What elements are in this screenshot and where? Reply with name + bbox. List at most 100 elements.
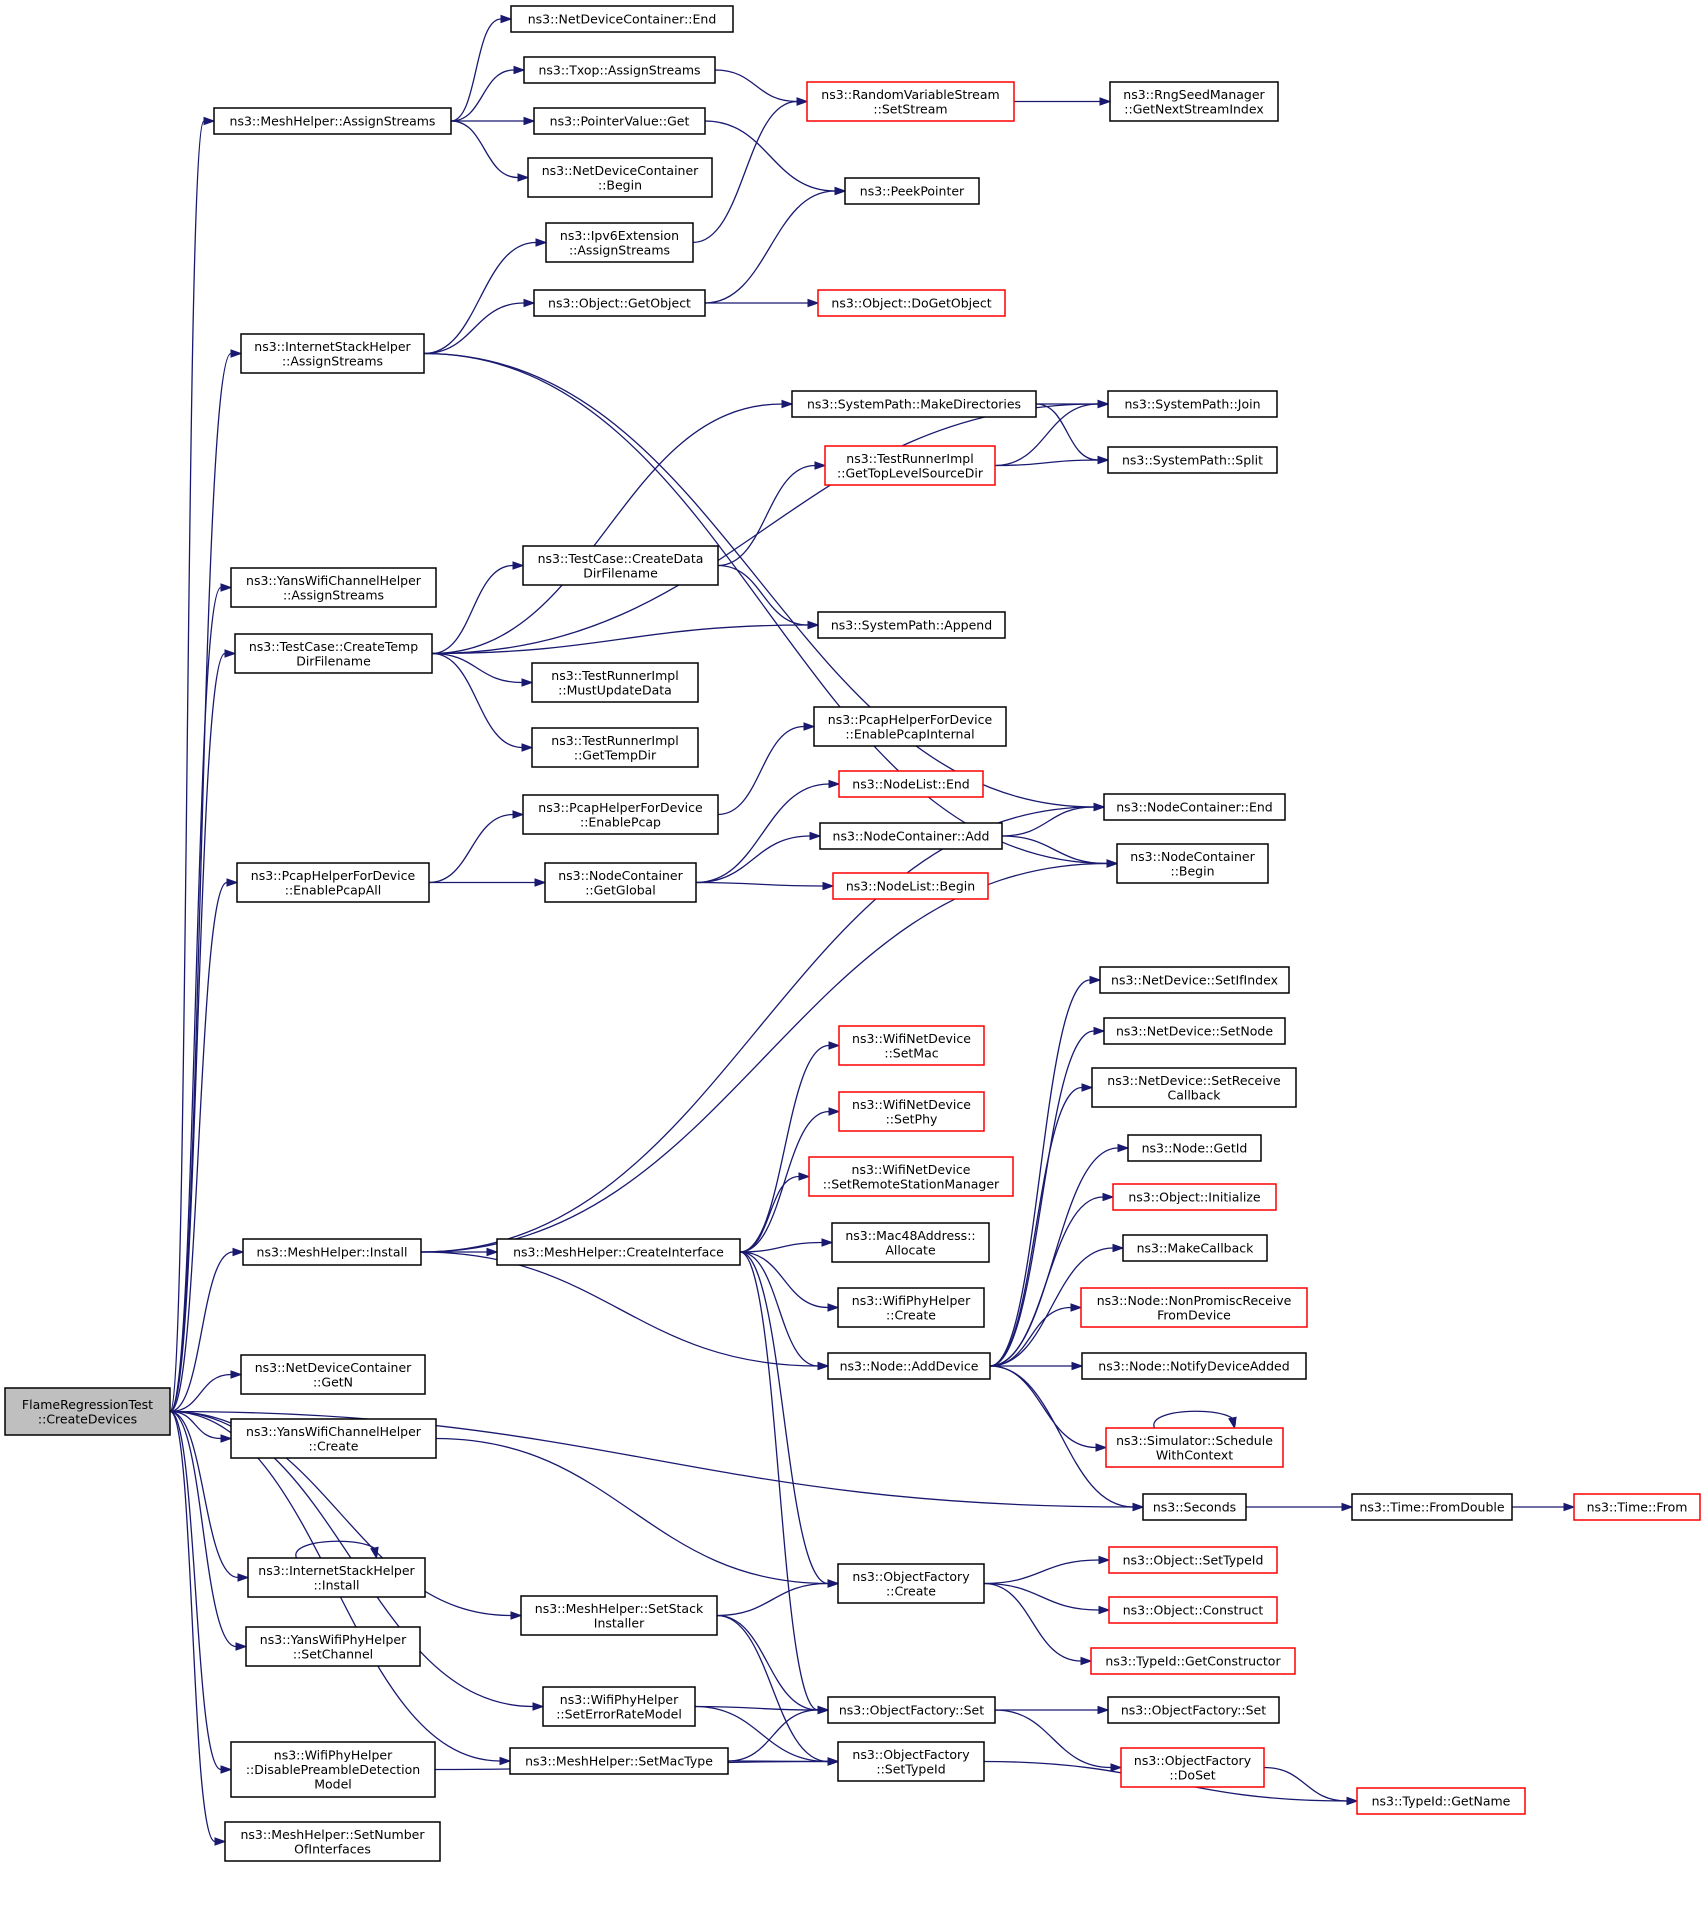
- edge-mh_ci-to-wph_create: [739, 1251, 840, 1312]
- node-nc_global[interactable]: ns3::NodeContainer::GetGlobal: [544, 862, 697, 903]
- node-of_doset[interactable]: ns3::ObjectFactory::DoSet: [1120, 1747, 1265, 1788]
- node-box: [1573, 1493, 1701, 1521]
- edge-nc_global-to-nl_begin: [695, 881, 835, 891]
- node-fromdouble[interactable]: ns3::Time::FromDouble: [1351, 1493, 1513, 1521]
- node-mh_ci[interactable]: ns3::MeshHelper::CreateInterface: [496, 1238, 741, 1266]
- node-root[interactable]: FlameRegressionTest::CreateDevices: [4, 1387, 171, 1436]
- node-wnd_mac[interactable]: ns3::WifiNetDevice::SetMac: [838, 1025, 985, 1066]
- node-wnd_phy[interactable]: ns3::WifiNetDevice::SetPhy: [838, 1091, 985, 1132]
- node-label: ::MustUpdateData: [558, 682, 672, 697]
- node-ywch_assign[interactable]: ns3::YansWifiChannelHelper::AssignStream…: [230, 567, 437, 608]
- node-pcap_all[interactable]: ns3::PcapHelperForDevice::EnablePcapAll: [236, 862, 430, 903]
- node-ndc_end[interactable]: ns3::NetDeviceContainer::End: [510, 5, 734, 33]
- node-mh_mac[interactable]: ns3::MeshHelper::SetMacType: [509, 1747, 729, 1775]
- node-ish_assign[interactable]: ns3::InternetStackHelper::AssignStreams: [240, 333, 425, 374]
- node-of_create[interactable]: ns3::ObjectFactory::Create: [837, 1563, 985, 1604]
- edge-seconds-to-fromdouble: [1245, 1502, 1354, 1512]
- edge-line: [1001, 835, 1108, 865]
- node-txop[interactable]: ns3::Txop::AssignStreams: [523, 56, 716, 84]
- node-ipv6[interactable]: ns3::Ipv6Extension::AssignStreams: [545, 222, 694, 263]
- node-settypeid[interactable]: ns3::Object::SetTypeId: [1108, 1546, 1278, 1574]
- node-getobj[interactable]: ns3::Object::GetObject: [533, 289, 706, 317]
- node-nc_add[interactable]: ns3::NodeContainer::Add: [819, 822, 1003, 850]
- edge-arrowhead: [827, 1579, 840, 1588]
- node-getname[interactable]: ns3::TypeId::GetName: [1356, 1787, 1526, 1815]
- node-ndc_begin[interactable]: ns3::NetDeviceContainer::Begin: [527, 157, 713, 198]
- edge-getobj-to-peek: [704, 186, 847, 304]
- node-label: ns3::NodeContainer::Add: [833, 829, 990, 844]
- node-rvs[interactable]: ns3::RandomVariableStream::SetStream: [806, 81, 1015, 122]
- edge-arrowhead: [226, 878, 239, 887]
- node-wph_create[interactable]: ns3::WifiPhyHelper::Create: [837, 1287, 985, 1328]
- edge-nc_add-to-nc_begin: [1001, 835, 1119, 868]
- edge-arrowhead: [1563, 1502, 1576, 1512]
- node-mkcb[interactable]: ns3::MakeCallback: [1122, 1234, 1268, 1262]
- node-ish_install[interactable]: ns3::InternetStackHelper::Install: [247, 1557, 426, 1598]
- edge-root-to-mh_assign: [169, 116, 216, 1413]
- node-mh_assign[interactable]: ns3::MeshHelper::AssignStreams: [213, 107, 452, 135]
- node-append[interactable]: ns3::SystemPath::Append: [817, 611, 1006, 639]
- node-label: FlameRegressionTest: [22, 1397, 153, 1412]
- edge-ish_install-to-ish_install: [295, 1540, 379, 1560]
- node-join[interactable]: ns3::SystemPath::Join: [1107, 390, 1278, 418]
- edge-line: [435, 1437, 829, 1585]
- node-ndc_getn[interactable]: ns3::NetDeviceContainer::GetN: [240, 1354, 426, 1395]
- node-label: ::DoSet: [1169, 1767, 1215, 1782]
- node-label: ns3::Mac48Address::: [845, 1228, 975, 1243]
- node-ywch_create[interactable]: ns3::YansWifiChannelHelper::Create: [230, 1418, 437, 1459]
- node-node_add[interactable]: ns3::Node::AddDevice: [827, 1352, 991, 1380]
- node-nc_end[interactable]: ns3::NodeContainer::End: [1103, 793, 1286, 821]
- node-of_set2[interactable]: ns3::ObjectFactory::Set: [1107, 1696, 1280, 1724]
- node-construct[interactable]: ns3::Object::Construct: [1108, 1596, 1278, 1624]
- edge-arrowhead: [1110, 1763, 1123, 1772]
- node-wph_err[interactable]: ns3::WifiPhyHelper::SetErrorRateModel: [542, 1686, 696, 1727]
- node-nc_begin[interactable]: ns3::NodeContainer::Begin: [1116, 843, 1269, 884]
- node-nd_ifindex[interactable]: ns3::NetDevice::SetIfIndex: [1099, 966, 1290, 994]
- node-node_getid[interactable]: ns3::Node::GetId: [1127, 1134, 1262, 1162]
- node-getctor[interactable]: ns3::TypeId::GetConstructor: [1090, 1647, 1296, 1675]
- node-box: [1080, 1287, 1308, 1328]
- node-pv_get[interactable]: ns3::PointerValue::Get: [533, 107, 706, 135]
- node-label: ns3::Node::GetId: [1142, 1141, 1248, 1156]
- node-nl_end[interactable]: ns3::NodeList::End: [838, 770, 984, 798]
- node-of_set[interactable]: ns3::ObjectFactory::Set: [827, 1696, 996, 1724]
- node-mh_install[interactable]: ns3::MeshHelper::Install: [242, 1238, 422, 1266]
- edge-line: [1153, 1410, 1236, 1429]
- node-split[interactable]: ns3::SystemPath::Split: [1107, 446, 1278, 474]
- node-nl_begin[interactable]: ns3::NodeList::Begin: [832, 872, 989, 900]
- node-of_settid[interactable]: ns3::ObjectFactory::SetTypeId: [837, 1741, 985, 1782]
- node-mkdirs[interactable]: ns3::SystemPath::MakeDirectories: [791, 390, 1037, 418]
- edge-arrowhead: [512, 561, 525, 570]
- node-pcap[interactable]: ns3::PcapHelperForDevice::EnablePcap: [522, 794, 719, 835]
- node-box: [817, 289, 1006, 317]
- node-ywph_chan[interactable]: ns3::YansWifiPhyHelper::SetChannel: [245, 1626, 421, 1667]
- node-tempdir[interactable]: ns3::TestRunnerImpl::GetTempDir: [531, 727, 699, 768]
- node-wnd_rsm[interactable]: ns3::WifiNetDevice::SetRemoteStationMana…: [808, 1156, 1014, 1197]
- edge-nc_global-to-nl_end: [695, 779, 841, 884]
- edge-line: [704, 190, 836, 304]
- node-toplevel[interactable]: ns3::TestRunnerImpl::GetTopLevelSourceDi…: [824, 445, 996, 486]
- node-peek[interactable]: ns3::PeekPointer: [844, 177, 980, 205]
- edge-arrowhead: [1093, 802, 1106, 812]
- node-label: ns3::PcapHelperForDevice: [538, 800, 703, 815]
- node-from[interactable]: ns3::Time::From: [1573, 1493, 1701, 1521]
- node-nd_setnode[interactable]: ns3::NetDevice::SetNode: [1103, 1017, 1286, 1045]
- node-seconds[interactable]: ns3::Seconds: [1142, 1493, 1247, 1521]
- edge-tc_temp-to-mustupdate: [431, 652, 534, 687]
- node-rng[interactable]: ns3::RngSeedManager::GetNextStreamIndex: [1109, 81, 1279, 122]
- node-obj_init[interactable]: ns3::Object::Initialize: [1112, 1183, 1277, 1211]
- node-mac48[interactable]: ns3::Mac48Address::Allocate: [831, 1222, 990, 1263]
- node-mustupdate[interactable]: ns3::TestRunnerImpl::MustUpdateData: [531, 662, 699, 703]
- node-pcap_int[interactable]: ns3::PcapHelperForDevice::EnablePcapInte…: [813, 706, 1007, 747]
- node-node_notify[interactable]: ns3::Node::NotifyDeviceAdded: [1081, 1352, 1307, 1380]
- node-label: ::EnablePcapInternal: [845, 726, 974, 741]
- node-wph_dpd[interactable]: ns3::WifiPhyHelper::DisablePreambleDetec…: [230, 1741, 436, 1798]
- node-dogetobj[interactable]: ns3::Object::DoGetObject: [817, 289, 1006, 317]
